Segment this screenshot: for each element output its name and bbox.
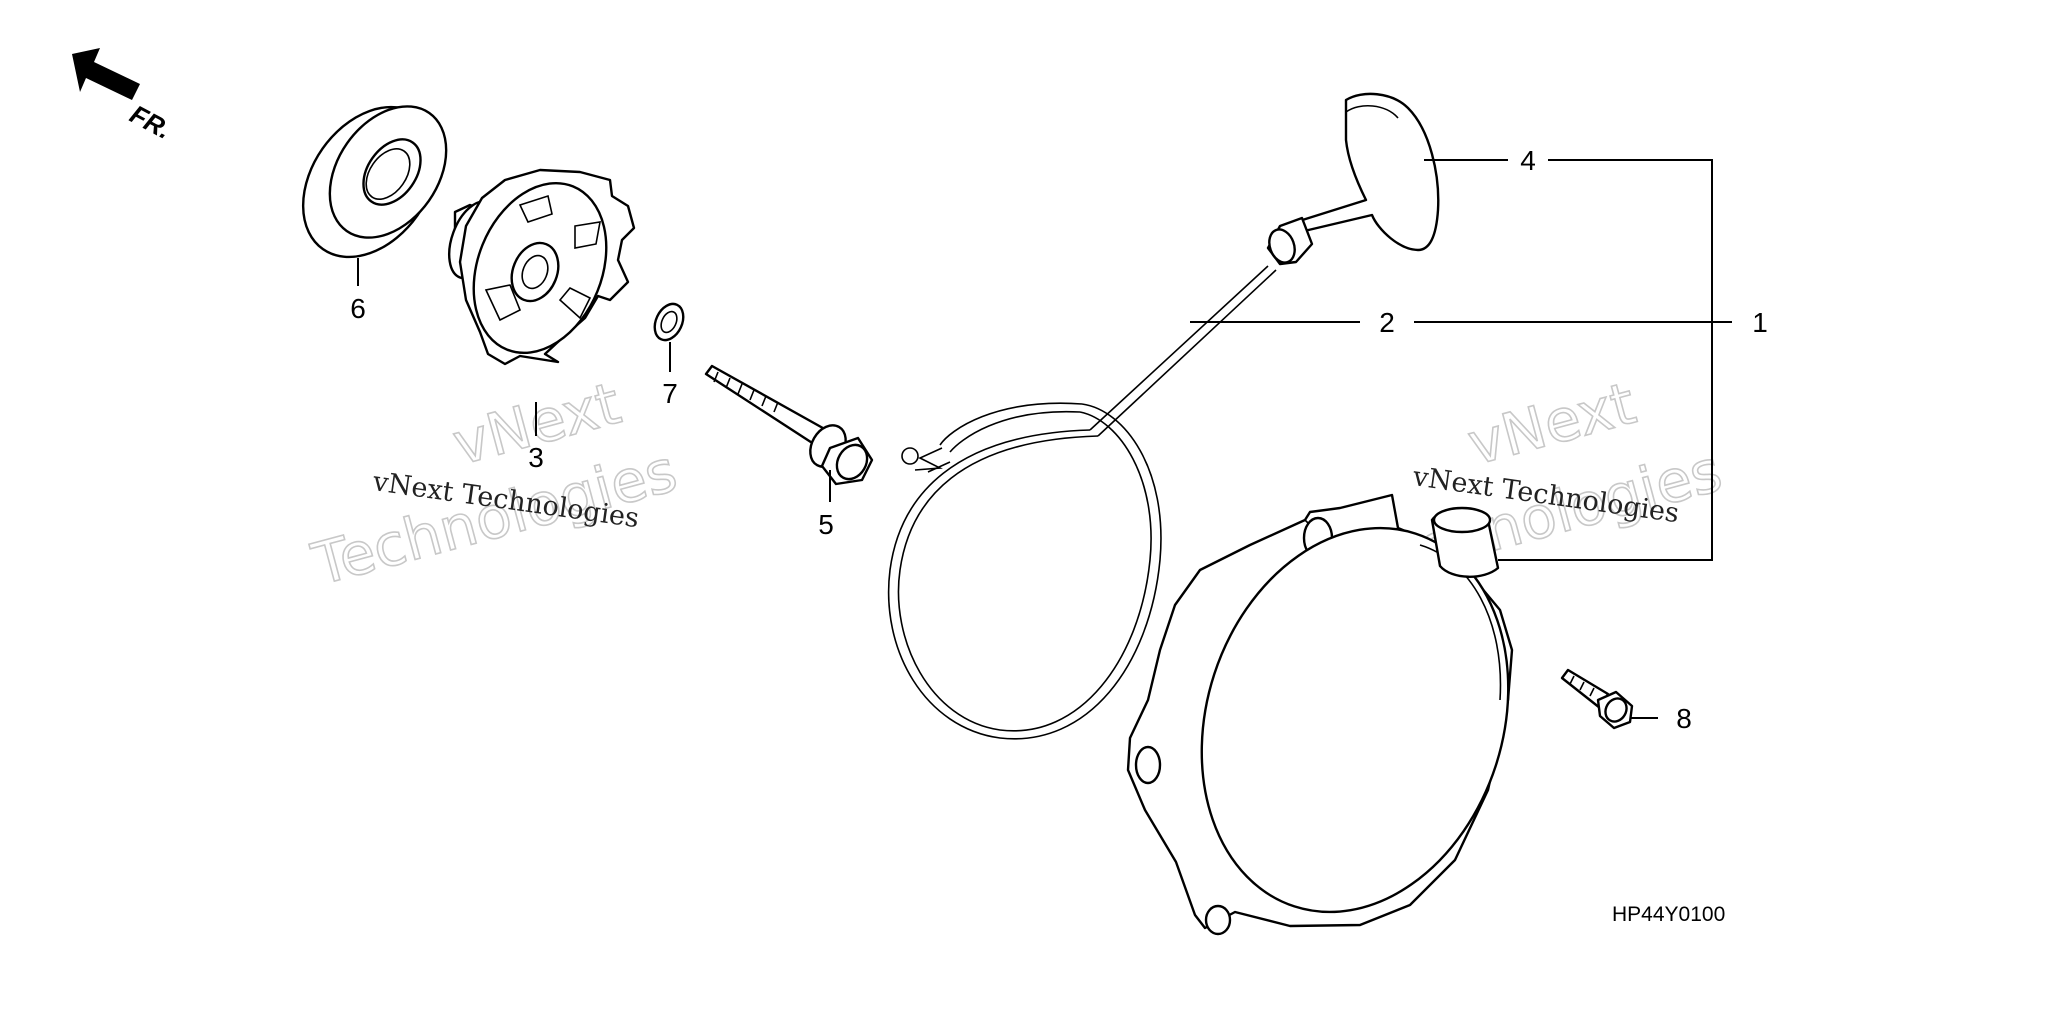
callout-2: 2: [1379, 307, 1395, 338]
callout-8: 8: [1676, 703, 1692, 734]
front-direction-indicator: FR.: [72, 48, 176, 145]
callout-6: 6: [350, 293, 366, 324]
front-direction-label: FR.: [125, 99, 176, 145]
callout-1: 1: [1752, 307, 1768, 338]
callout-5: 5: [818, 509, 834, 540]
leader-lines: [357, 159, 1732, 719]
part-5-flange-bolt: [704, 364, 874, 486]
part-1-recoil-starter-housing: [1126, 493, 1514, 936]
part-2-starter-rope: [887, 265, 1277, 740]
callout-3: 3: [528, 442, 544, 473]
callout-labels: 1 2 3 4 5 6 7 8: [350, 145, 1768, 734]
diagram-code: HP44Y0100: [1612, 903, 1725, 926]
part-6-oil-seal: [301, 105, 448, 259]
callout-4: 4: [1520, 145, 1536, 176]
front-arrow-icon: [72, 48, 140, 100]
callout-7: 7: [662, 378, 678, 409]
part-7-washer: [653, 302, 685, 342]
part-3-starter-pulley: [448, 168, 636, 366]
part-4-starter-grip: [1266, 92, 1440, 266]
part-8-bolt: [1560, 668, 1634, 730]
watermark-left: vNext Technologies vNext Technologies: [304, 368, 684, 599]
